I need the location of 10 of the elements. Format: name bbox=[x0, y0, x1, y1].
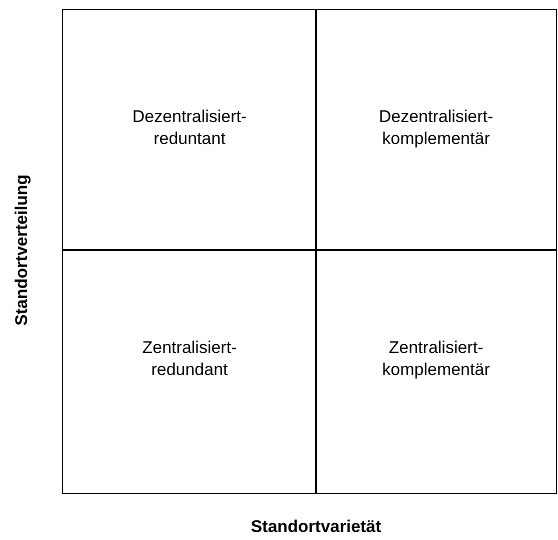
quadrant-cell bbox=[62, 249, 317, 494]
quadrant-label: Zentralisiert-komplementär bbox=[381, 337, 491, 381]
quadrant-label: Dezentralisiert-komplementär bbox=[378, 106, 494, 150]
quadrant-cell bbox=[315, 9, 557, 251]
quadrant-cell bbox=[62, 9, 317, 251]
axis-title: Standortvarietät bbox=[250, 517, 382, 537]
quadrant-label: Dezentralisiert-reduntant bbox=[131, 106, 248, 150]
axis-title: Standortverteilung bbox=[12, 174, 32, 326]
quadrant-cell bbox=[315, 249, 557, 494]
quadrant-label: Zentralisiert-redundant bbox=[141, 337, 238, 381]
